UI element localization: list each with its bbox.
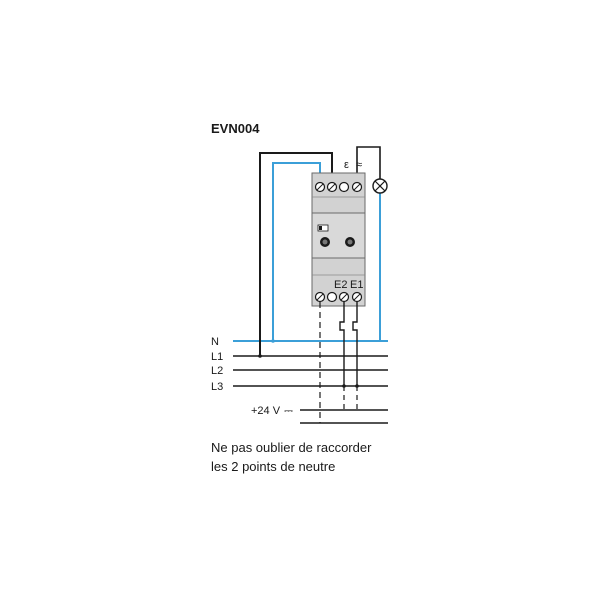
- wire-terminal-to-lamp: [356, 146, 381, 183]
- module-top-block: [311, 172, 366, 214]
- bottom-wires: [258, 302, 359, 423]
- selector-switch: [317, 224, 329, 232]
- junction-n: [271, 339, 275, 343]
- dc-symbol: ⎓: [284, 405, 293, 417]
- wire-e2: [339, 302, 345, 386]
- module-label-e1: E1: [350, 279, 363, 291]
- note-line-2: les 2 points de neutre: [211, 459, 336, 474]
- module-center-block: [311, 212, 366, 259]
- junction-e1: [355, 384, 359, 388]
- terminal-mark-left: ε: [344, 159, 349, 171]
- bottom-terminals: [314, 291, 363, 303]
- module-controls: [317, 224, 355, 247]
- terminal-top-3: [338, 181, 350, 193]
- supply-voltage: +24 V: [251, 405, 281, 417]
- junction-e2: [342, 384, 346, 388]
- relay-module: E2 E1: [311, 172, 366, 307]
- line-label-l3: L3: [211, 381, 223, 393]
- wire-l1-to-terminal: [259, 152, 333, 356]
- line-label-l1: L1: [211, 351, 223, 363]
- line-label-l2: L2: [211, 365, 223, 377]
- lamp-icon: [372, 178, 388, 194]
- bus-lines: [233, 340, 388, 424]
- terminal-mark-right: ≈: [356, 159, 362, 171]
- junction-l1: [258, 354, 262, 358]
- top-terminals: [314, 181, 363, 193]
- terminal-bottom-2: [326, 291, 338, 303]
- note-line-1: Ne pas oublier de raccorder: [211, 440, 372, 455]
- wire-e1: [352, 302, 358, 386]
- diagram-title: EVN004: [211, 121, 260, 136]
- line-label-n: N: [211, 336, 219, 348]
- module-label-e2: E2: [334, 279, 347, 291]
- supply-label: +24 V ⎓: [251, 405, 293, 417]
- neutral-note: Ne pas oublier de raccorder les 2 points…: [211, 438, 371, 476]
